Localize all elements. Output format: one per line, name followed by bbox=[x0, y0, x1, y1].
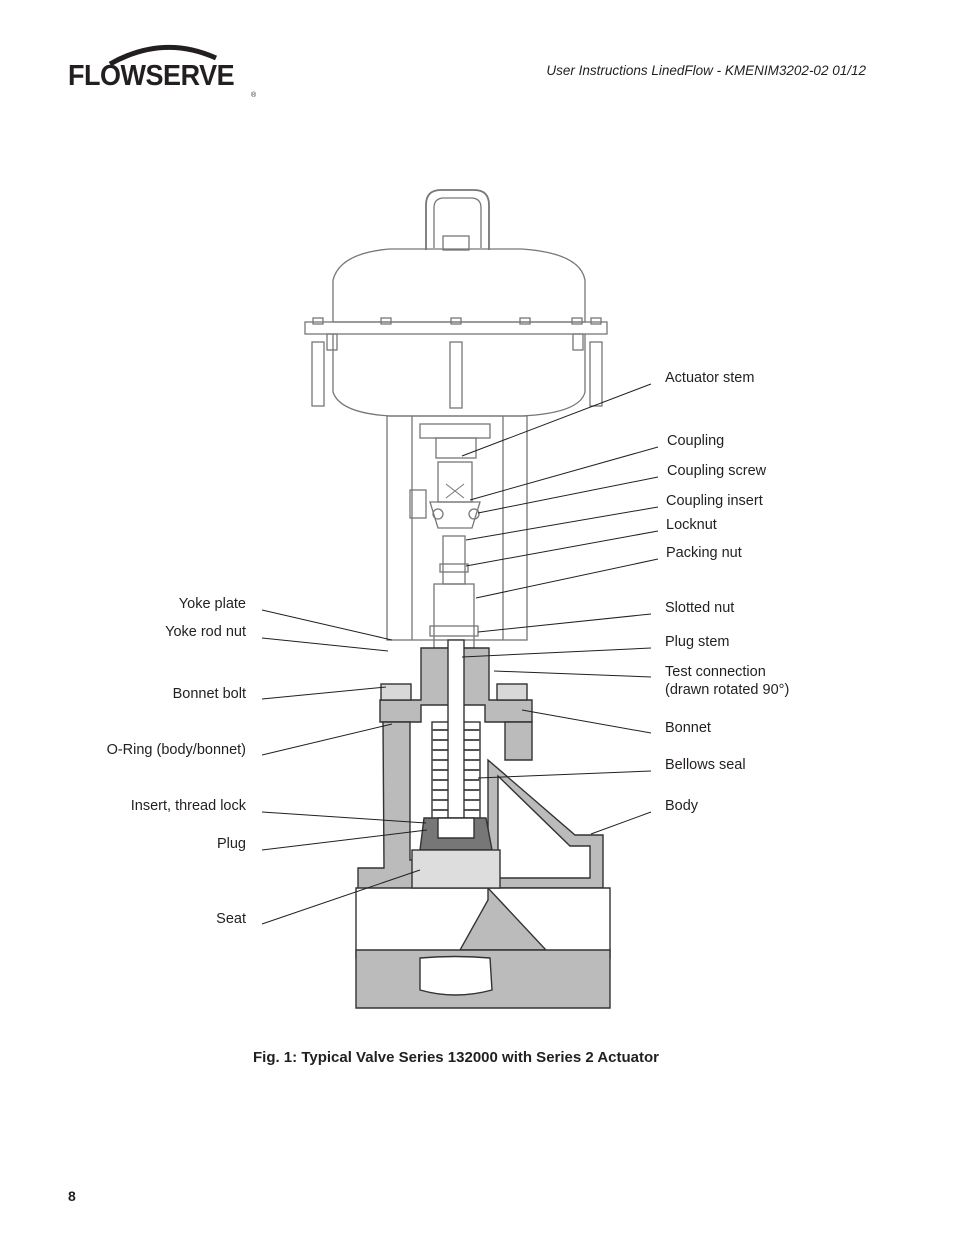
label-coupling-screw: Coupling screw bbox=[667, 463, 767, 479]
brand-name: FLOWSERVE bbox=[68, 60, 235, 92]
label-o-ring: O-Ring (body/bonnet) bbox=[106, 742, 246, 758]
label-coupling-insert: Coupling insert bbox=[666, 493, 763, 509]
label-bellows-seal: Bellows seal bbox=[665, 757, 746, 773]
label-plug: Plug bbox=[216, 836, 246, 852]
label-bonnet: Bonnet bbox=[665, 720, 711, 736]
label-locknut: Locknut bbox=[666, 517, 717, 533]
label-insert-thread-lock: Insert, thread lock bbox=[130, 798, 246, 814]
label-slotted-nut: Slotted nut bbox=[665, 600, 735, 616]
label-test-connection: Test connection bbox=[665, 664, 766, 680]
label-seat: Seat bbox=[216, 911, 246, 927]
figure-caption: Fig. 1: Typical Valve Series 132000 with… bbox=[252, 1049, 660, 1066]
label-bonnet-bolt: Bonnet bolt bbox=[172, 686, 246, 702]
label-actuator-stem: Actuator stem bbox=[665, 370, 755, 386]
document-header: User Instructions LinedFlow - KMENIM3202… bbox=[546, 63, 866, 78]
label-body: Body bbox=[665, 798, 699, 814]
label-yoke-rod-nut: Yoke rod nut bbox=[165, 624, 246, 640]
label-yoke-plate: Yoke plate bbox=[178, 596, 246, 612]
label-test-connection-note: (drawn rotated 90°) bbox=[665, 682, 790, 698]
page-number: 8 bbox=[68, 1188, 76, 1204]
label-packing-nut: Packing nut bbox=[666, 545, 742, 561]
logo-arc-icon bbox=[108, 44, 218, 66]
registered-mark: ® bbox=[251, 92, 257, 99]
label-plug-stem: Plug stem bbox=[665, 634, 730, 650]
label-coupling: Coupling bbox=[667, 433, 725, 449]
flowserve-logo: FLOWSERVE ® bbox=[68, 42, 260, 104]
